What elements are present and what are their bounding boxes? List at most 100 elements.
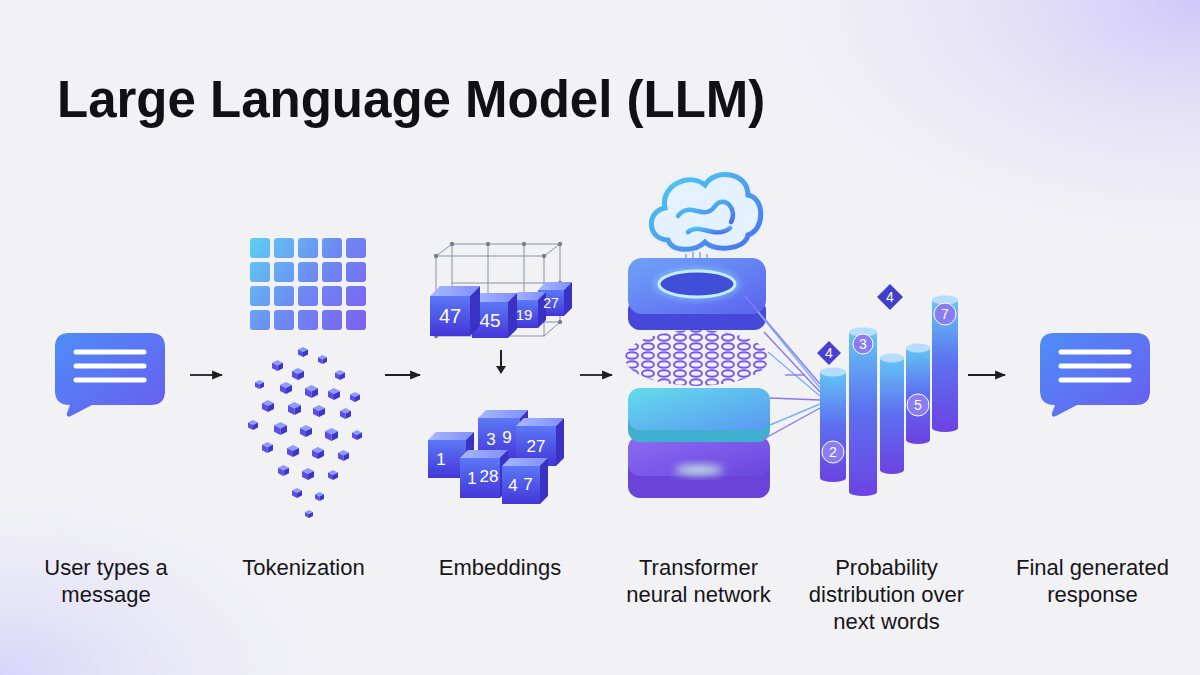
- network-layer: [628, 388, 770, 430]
- label-holder: 3: [486, 431, 495, 448]
- brain-icon: [651, 175, 760, 250]
- token-particles: [305, 510, 313, 518]
- token-particles: [280, 382, 292, 394]
- token-grid: [274, 310, 294, 330]
- network-layer: [655, 269, 739, 299]
- token-particles: [287, 445, 299, 457]
- token-grid: [250, 238, 366, 330]
- embedding-cube: [540, 458, 548, 504]
- chat-bubble-icon: [76, 350, 144, 355]
- down-arrow: [496, 366, 506, 374]
- token-particles: [300, 425, 312, 437]
- embedding-value: 47: [439, 306, 461, 326]
- probability-badge: [877, 284, 903, 310]
- token-particles: [255, 380, 264, 389]
- probability-bar: [880, 354, 904, 475]
- chat-bubble-icon: [1061, 378, 1129, 383]
- embedding-wireframe: [544, 244, 560, 256]
- probability-bar: [820, 368, 846, 377]
- probability-bar: [820, 372, 846, 478]
- brain-icon: [678, 202, 733, 222]
- embedding-cube: [460, 450, 508, 498]
- neuron-rings: [625, 330, 769, 386]
- chat-bubble-icon: [55, 333, 165, 417]
- probability-badge: [817, 341, 841, 365]
- embedding-cube: [502, 458, 548, 504]
- label-holder: 47: [439, 306, 461, 326]
- label-holder: 1: [467, 470, 476, 487]
- token-grid: [274, 262, 294, 282]
- embedding-cube: [502, 466, 540, 504]
- token-particles: [338, 450, 349, 461]
- fan-lines: [762, 408, 820, 440]
- probability-bar: [880, 358, 904, 470]
- token-grid: [274, 238, 294, 258]
- token-particles: [305, 385, 318, 398]
- flow-arrow: [968, 374, 1005, 376]
- fan-lines: [770, 398, 820, 400]
- token-particles: [328, 388, 340, 400]
- label-holder: 4: [508, 477, 517, 494]
- embedding-value: 7: [523, 476, 532, 493]
- embedding-cube: [478, 410, 528, 418]
- token-particles: [278, 465, 289, 476]
- embedding-cube: [556, 418, 564, 466]
- diagram-title: Large Language Model (LLM): [57, 70, 765, 130]
- probability-bar: [932, 300, 958, 428]
- token-grid: [250, 238, 270, 258]
- network-layer: [628, 258, 766, 330]
- down-arrow: [496, 350, 506, 374]
- token-grid: [346, 310, 366, 330]
- probability-value: 7: [941, 307, 949, 321]
- fan-lines: [764, 332, 820, 392]
- probability-badge: [934, 303, 956, 325]
- token-particles: [298, 347, 308, 357]
- token-particles: [328, 470, 338, 480]
- chat-bubble-icon: [1061, 364, 1129, 369]
- token-particles: [335, 370, 345, 380]
- token-particles: [248, 347, 362, 518]
- token-particles: [340, 408, 351, 419]
- fan-lines: [745, 296, 820, 384]
- token-grid: [298, 286, 318, 306]
- chat-bubble-icon: [76, 364, 144, 369]
- label-holder: 3: [859, 337, 867, 351]
- probability-bar: [849, 332, 877, 492]
- probability-value: 5: [914, 398, 922, 412]
- embedding-value: 45: [479, 311, 500, 330]
- embedding-value: 28: [480, 468, 499, 485]
- flow-arrow: [190, 374, 222, 376]
- pipeline-stage: Embeddings: [420, 230, 580, 589]
- token-particles: [272, 360, 283, 371]
- label-holder: 4: [825, 346, 833, 360]
- token-particles: [350, 392, 360, 402]
- embedding-value: 27: [543, 296, 559, 310]
- token-particles: [248, 420, 258, 430]
- chat-bubble-icon: [1040, 333, 1150, 417]
- token-particles: [274, 422, 287, 435]
- connector-group: [190, 375, 1005, 376]
- label-holder: 7: [941, 307, 949, 321]
- embedding-value: 9: [502, 429, 511, 446]
- label-holder: 2: [829, 445, 837, 459]
- stage-caption: Tokenization: [222, 554, 385, 581]
- probability-bar: [906, 348, 930, 440]
- label-holder: 45: [479, 311, 500, 330]
- label-holder: 28: [480, 468, 499, 485]
- network-layer: [659, 271, 735, 297]
- stage-caption: User types a message: [22, 554, 190, 608]
- token-grid: [298, 238, 318, 258]
- embedding-value: 4: [508, 477, 517, 494]
- embedding-cube: [430, 296, 470, 336]
- token-grid: [346, 262, 366, 282]
- embedding-cube: [502, 458, 548, 466]
- token-particles: [292, 368, 304, 380]
- probability-bar: [849, 328, 877, 497]
- probability-badge: [817, 284, 956, 463]
- probability-badge: [822, 441, 844, 463]
- embedding-value: 1: [467, 470, 476, 487]
- token-grid: [346, 286, 366, 306]
